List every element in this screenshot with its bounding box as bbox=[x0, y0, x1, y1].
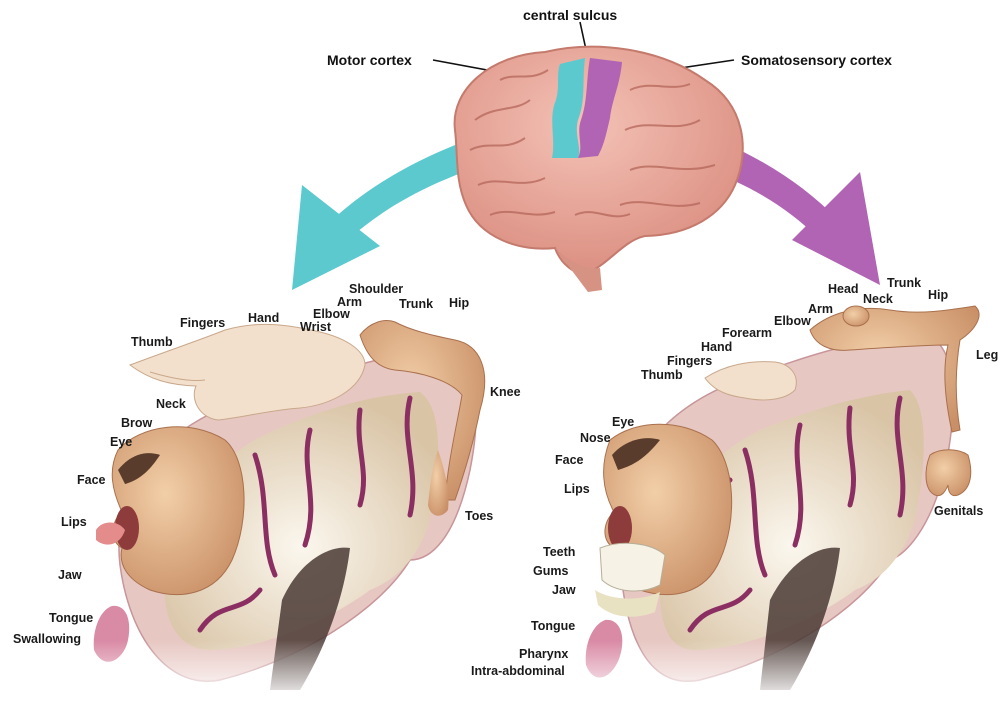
sensory-label-forearm: Forearm bbox=[722, 327, 772, 340]
motor-label-neck: Neck bbox=[156, 398, 186, 411]
motor-label-face: Face bbox=[77, 474, 106, 487]
brain-illustration bbox=[455, 47, 743, 292]
sensory-label-head: Head bbox=[828, 283, 859, 296]
motor-label-jaw: Jaw bbox=[58, 569, 82, 582]
sensory-label-neck: Neck bbox=[863, 293, 893, 306]
sensory-label-genitals: Genitals bbox=[934, 505, 983, 518]
sensory-label-intra-abdominal: Intra-abdominal bbox=[471, 665, 565, 678]
sensory-label-thumb: Thumb bbox=[641, 369, 683, 382]
sensory-label-gums: Gums bbox=[533, 565, 568, 578]
motor-label-toes: Toes bbox=[465, 510, 493, 523]
motor-label-shoulder: Shoulder bbox=[349, 283, 403, 296]
motor-label-fingers: Fingers bbox=[180, 317, 225, 330]
motor-cortex-label: Motor cortex bbox=[327, 53, 412, 67]
motor-label-lips: Lips bbox=[61, 516, 87, 529]
sensory-label-nose: Nose bbox=[580, 432, 611, 445]
motor-label-brow: Brow bbox=[121, 417, 152, 430]
sensory-label-face: Face bbox=[555, 454, 584, 467]
sensory-label-elbow: Elbow bbox=[774, 315, 811, 328]
motor-label-hip: Hip bbox=[449, 297, 469, 310]
motor-label-elbow: Elbow bbox=[313, 308, 350, 321]
sensory-label-hand: Hand bbox=[701, 341, 732, 354]
motor-label-swallowing: Swallowing bbox=[13, 633, 81, 646]
sensory-label-fingers: Fingers bbox=[667, 355, 712, 368]
sensory-label-eye: Eye bbox=[612, 416, 634, 429]
sensory-label-leg: Leg bbox=[976, 349, 998, 362]
sensory-label-trunk: Trunk bbox=[887, 277, 921, 290]
motor-label-trunk: Trunk bbox=[399, 298, 433, 311]
somatosensory-cortex-label: Somatosensory cortex bbox=[741, 53, 892, 67]
sensory-label-jaw: Jaw bbox=[552, 584, 576, 597]
motor-label-knee: Knee bbox=[490, 386, 521, 399]
central-sulcus-label: central sulcus bbox=[523, 8, 617, 22]
sensory-label-teeth: Teeth bbox=[543, 546, 575, 559]
sensory-label-tongue: Tongue bbox=[531, 620, 575, 633]
sensory-label-hip: Hip bbox=[928, 289, 948, 302]
motor-label-hand: Hand bbox=[248, 312, 279, 325]
motor-label-thumb: Thumb bbox=[131, 336, 173, 349]
sensory-label-pharynx: Pharynx bbox=[519, 648, 568, 661]
sensory-label-lips: Lips bbox=[564, 483, 590, 496]
motor-label-eye: Eye bbox=[110, 436, 132, 449]
motor-label-tongue: Tongue bbox=[49, 612, 93, 625]
sensory-label-arm: Arm bbox=[808, 303, 833, 316]
motor-label-wrist: Wrist bbox=[300, 321, 331, 334]
